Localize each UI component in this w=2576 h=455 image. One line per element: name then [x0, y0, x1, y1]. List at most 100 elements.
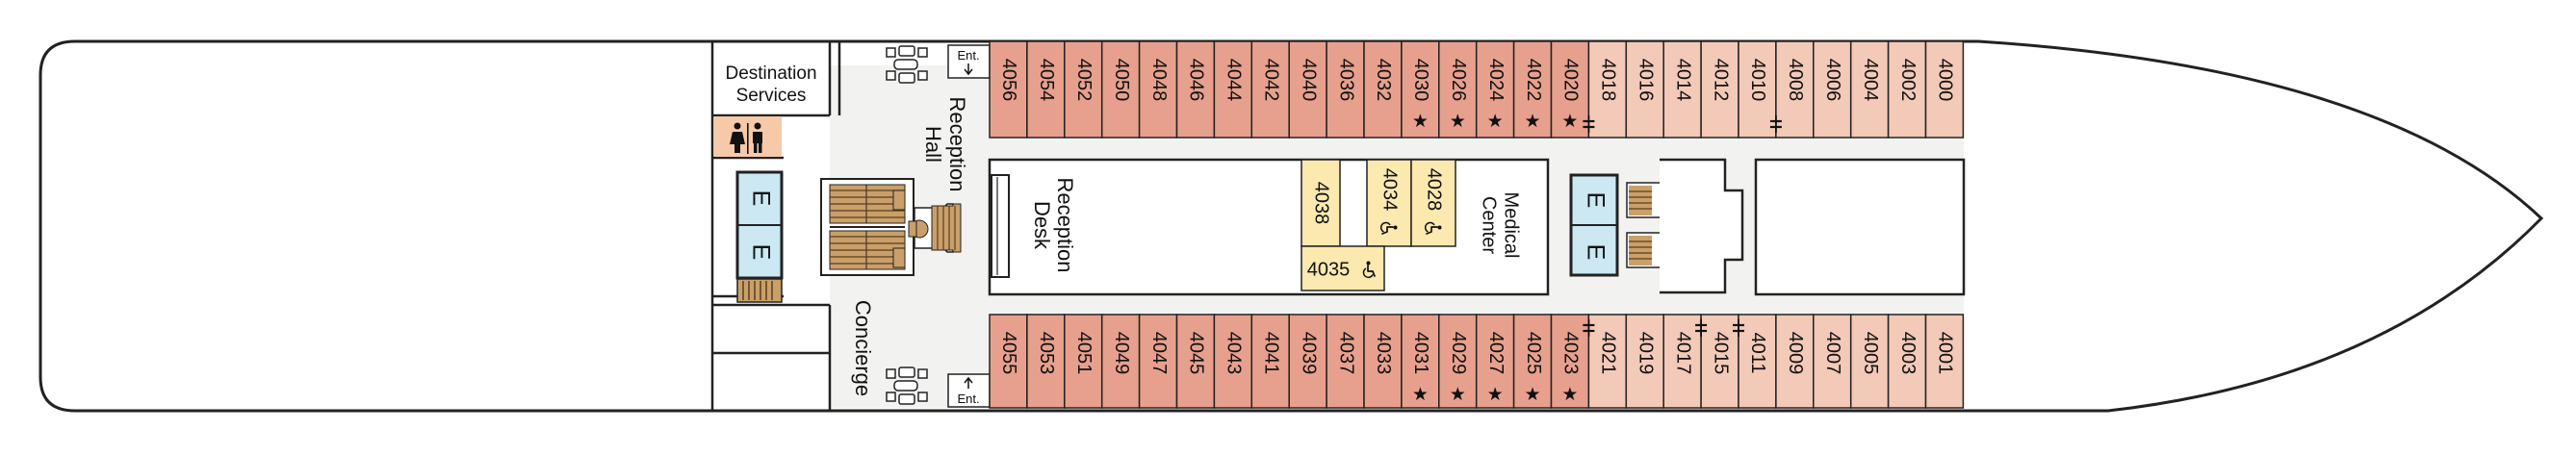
cabin-4023[interactable]: 4023★: [1550, 314, 1590, 409]
arrow-down-icon: [964, 63, 973, 76]
cabin-4018[interactable]: 4018: [1587, 40, 1628, 139]
cabin-box: [1438, 40, 1478, 139]
cabin-number: 4046: [1186, 59, 1207, 102]
cabin-4033[interactable]: 4033: [1363, 314, 1403, 409]
cabin-4025[interactable]: 4025★: [1512, 314, 1553, 409]
cabin-4004[interactable]: 4004: [1849, 40, 1890, 139]
cabin-4048[interactable]: 4048: [1138, 40, 1178, 139]
cabin-4044[interactable]: 4044: [1213, 40, 1253, 139]
cabin-4024[interactable]: 4024★: [1475, 40, 1515, 139]
cabin-4051[interactable]: 4051: [1064, 314, 1103, 409]
cabin-4046[interactable]: 4046: [1175, 40, 1216, 139]
cabin-4053[interactable]: 4053: [1026, 314, 1066, 409]
reception-block: Reception Desk Medical Center: [988, 158, 1550, 296]
entrance-top: Ent.: [947, 44, 991, 79]
cabin-box: [1401, 314, 1440, 409]
cabin-number: 4029: [1448, 332, 1469, 375]
cabin-number: 4034: [1379, 168, 1401, 212]
cabin-4042[interactable]: 4042: [1250, 40, 1290, 139]
cabin-number: 4043: [1224, 332, 1245, 375]
star-icon: ★: [1412, 112, 1429, 132]
cabin-4002[interactable]: 4002: [1887, 40, 1927, 139]
cabin-4016[interactable]: 4016: [1625, 40, 1664, 139]
cabin-4017[interactable]: 4017: [1662, 314, 1702, 409]
cabin-4056[interactable]: 4056: [989, 40, 1028, 139]
cabin-box: [1775, 40, 1815, 139]
cabin-number: 4036: [1335, 59, 1356, 102]
cabin-4055[interactable]: 4055: [989, 314, 1028, 409]
cabin-4012[interactable]: 4012: [1700, 40, 1739, 139]
cabin-box: [1550, 40, 1590, 139]
cabin-box: [1064, 40, 1103, 139]
destination-services-line-1: Destination: [725, 63, 816, 84]
restroom: [714, 116, 782, 157]
cabin-4041[interactable]: 4041: [1250, 314, 1290, 409]
cabin-box: [1550, 314, 1590, 409]
cabin-4045[interactable]: 4045: [1175, 314, 1216, 409]
cabin-4020[interactable]: 4020★: [1550, 40, 1590, 139]
cabin-4011[interactable]: 4011: [1738, 314, 1777, 409]
connecting-door-icon: [1769, 115, 1782, 133]
cabin-4052[interactable]: 4052: [1064, 40, 1103, 139]
connecting-door-icon: [1695, 319, 1708, 337]
cabin-number: 4038: [1311, 182, 1332, 225]
cabin-4015[interactable]: 4015: [1700, 314, 1739, 409]
cabin-4021[interactable]: 4021: [1587, 314, 1628, 409]
cabin-number: 4024: [1485, 59, 1507, 102]
cabin-box: [1813, 314, 1852, 409]
cabin-box: [1363, 314, 1403, 409]
cabin-4003[interactable]: 4003: [1887, 314, 1927, 409]
cabin-4036[interactable]: 4036: [1326, 40, 1365, 139]
star-icon: ★: [1525, 385, 1541, 405]
cabin-4049[interactable]: 4049: [1100, 314, 1141, 409]
cabin-number: 4001: [1935, 332, 1956, 375]
cabin-4031[interactable]: 4031★: [1401, 314, 1440, 409]
cabin-4047[interactable]: 4047: [1138, 314, 1178, 409]
concierge-label: Concierge: [851, 300, 875, 396]
cabin-4032[interactable]: 4032: [1363, 40, 1403, 139]
cabin-4000[interactable]: 4000: [1924, 40, 1965, 139]
cabin-4005[interactable]: 4005: [1849, 314, 1890, 409]
cabin-4008[interactable]: 4008: [1775, 40, 1815, 139]
cabin-number: 4022: [1523, 59, 1544, 102]
cabin-number: 4054: [1036, 59, 1057, 102]
cabin-number: 4021: [1598, 332, 1619, 375]
restroom-icon: [730, 122, 762, 154]
cabin-4028[interactable]: [1410, 159, 1456, 247]
cabin-4040[interactable]: 4040: [1288, 40, 1327, 139]
cabin-box: [1250, 40, 1290, 139]
cabin-number: 4028: [1424, 168, 1445, 212]
cabin-4035[interactable]: [1301, 245, 1385, 291]
cabin-box: [1213, 314, 1253, 409]
cabin-4022[interactable]: 4022★: [1512, 40, 1553, 139]
cabin-4039[interactable]: 4039: [1288, 314, 1327, 409]
cabin-4019[interactable]: 4019: [1625, 314, 1664, 409]
cabin-number: 4003: [1897, 332, 1919, 375]
cabin-4006[interactable]: 4006: [1813, 40, 1852, 139]
cabin-4010[interactable]: 4010: [1738, 40, 1777, 139]
cabin-4026[interactable]: 4026★: [1438, 40, 1478, 139]
elevator-label-aft-1: E: [747, 190, 774, 207]
cabin-4043[interactable]: 4043: [1213, 314, 1253, 409]
cabin-number: 4023: [1560, 332, 1582, 375]
cabin-4050[interactable]: 4050: [1100, 40, 1141, 139]
cabin-4034[interactable]: [1366, 159, 1412, 247]
cabin-4027[interactable]: 4027★: [1475, 314, 1515, 409]
entrance-bottom: Ent.: [947, 373, 991, 408]
cabin-4030[interactable]: 4030 ★: [1401, 40, 1440, 139]
elevator-label-aft-2: E: [747, 244, 774, 261]
cabin-4007[interactable]: 4007: [1813, 314, 1852, 409]
cabin-4009[interactable]: 4009: [1775, 314, 1815, 409]
medical-center-line-1: Medical: [1501, 192, 1522, 259]
stairs-icon: [736, 278, 783, 303]
cabin-number: 4019: [1635, 332, 1656, 375]
cabin-4054[interactable]: 4054: [1026, 40, 1066, 139]
cabin-4037[interactable]: 4037: [1326, 314, 1365, 409]
lounge-seating-icon: [886, 45, 928, 84]
cabin-4001[interactable]: 4001: [1924, 314, 1965, 409]
cabin-number: 4030: [1410, 59, 1431, 102]
cabin-4014[interactable]: 4014: [1662, 40, 1702, 139]
star-icon: ★: [1450, 385, 1466, 405]
cabin-4029[interactable]: 4029 ★: [1438, 314, 1478, 409]
